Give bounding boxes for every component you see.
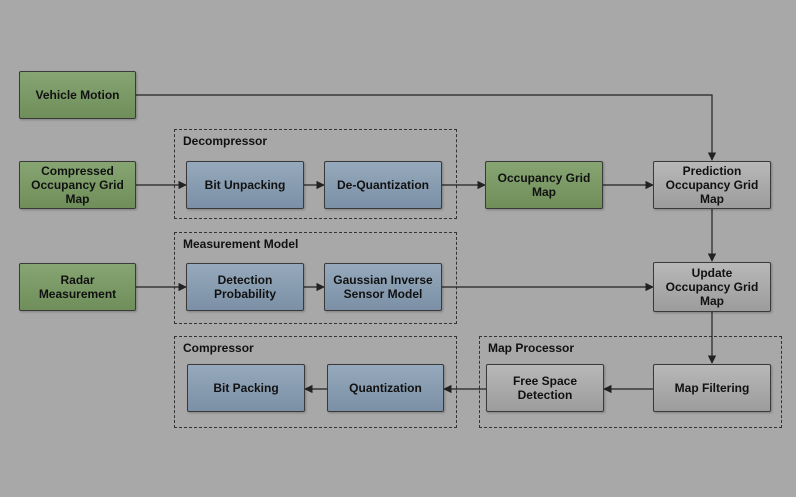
compressed-occupancy-grid-node: Compressed Occupancy Grid Map bbox=[19, 161, 136, 209]
map-filtering-node: Map Filtering bbox=[653, 364, 771, 412]
update-occupancy-grid-node: Update Occupancy Grid Map bbox=[653, 262, 771, 312]
vehicle-motion-node: Vehicle Motion bbox=[19, 71, 136, 119]
compressor-title: Compressor bbox=[183, 341, 254, 355]
map-processor-title: Map Processor bbox=[488, 341, 575, 355]
decompressor-title: Decompressor bbox=[183, 134, 268, 148]
measurement-model-title: Measurement Model bbox=[183, 237, 299, 251]
prediction-occupancy-grid-node: Prediction Occupancy Grid Map bbox=[653, 161, 771, 209]
compressor-group: Compressor bbox=[174, 336, 457, 428]
map-processor-group: Map Processor bbox=[479, 336, 782, 428]
edge-vehicle-to-prediction bbox=[136, 94, 717, 161]
bit-unpacking-node: Bit Unpacking bbox=[186, 161, 304, 209]
de-quantization-node: De-Quantization bbox=[324, 161, 442, 209]
quantization-node: Quantization bbox=[327, 364, 444, 412]
free-space-detection-node: Free Space Detection bbox=[486, 364, 604, 412]
gaussian-inverse-sensor-model-node: Gaussian Inverse Sensor Model bbox=[324, 263, 442, 311]
measurement-model-group: Measurement Model bbox=[174, 232, 457, 324]
occupancy-grid-map-node: Occupancy Grid Map bbox=[485, 161, 603, 209]
radar-measurement-node: Radar Measurement bbox=[19, 263, 136, 311]
detection-probability-node: Detection Probability bbox=[186, 263, 304, 311]
bit-packing-node: Bit Packing bbox=[187, 364, 305, 412]
decompressor-group: Decompressor bbox=[174, 129, 457, 219]
